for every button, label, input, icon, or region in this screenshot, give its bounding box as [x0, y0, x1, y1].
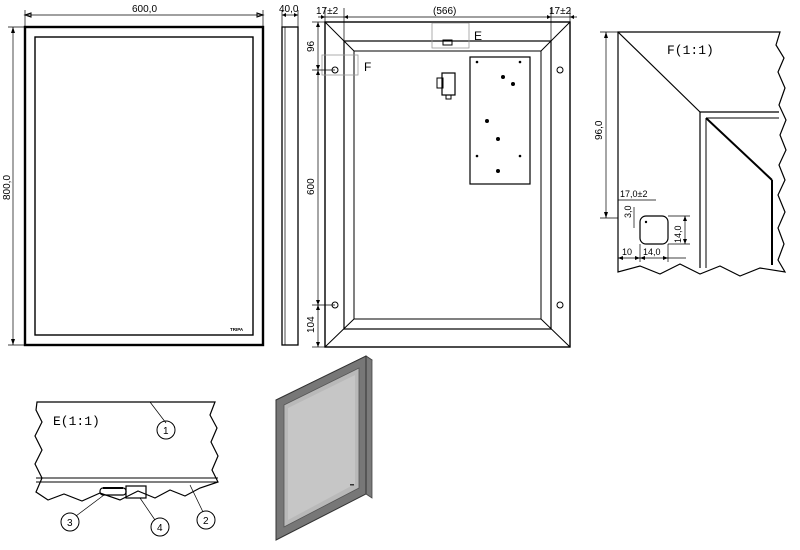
- detail-f-slot-height-dim: 14,0: [673, 225, 683, 243]
- detail-f-slot-top-dim: 3,0: [623, 205, 633, 218]
- side-profile: [281, 26, 299, 346]
- side-depth-dim: 40,0: [279, 4, 299, 15]
- detail-f-slot-left-dim: 10: [622, 247, 632, 257]
- front-view: TRIPA 600,0 800,0: [2, 4, 265, 347]
- detail-f-height-dim: 96,0: [594, 120, 605, 140]
- back-outer-frame: [324, 21, 571, 348]
- driver-box: [469, 56, 531, 185]
- callout-2: [196, 510, 216, 530]
- front-outer-frame: [23, 25, 265, 347]
- back-top-span-dim: (566): [433, 6, 456, 17]
- side-view: 40,0: [279, 4, 299, 346]
- detail-f: F(1:1) 96,0 17,0±2 3,0 14,0 10 14,0: [594, 31, 787, 277]
- svg-text:1: 1: [163, 426, 169, 437]
- front-logo: TRIPA: [230, 327, 244, 332]
- front-height-dim: 800,0: [2, 175, 13, 200]
- callout-4: [150, 517, 170, 537]
- sensor-clip: [436, 72, 456, 100]
- svg-text:2: 2: [203, 516, 209, 527]
- detail-e-label: E: [474, 29, 482, 43]
- front-width-dim: 600,0: [132, 4, 157, 15]
- detail-e-title: E(1:1): [53, 414, 100, 429]
- back-left-edge-dim: 17±2: [316, 6, 339, 17]
- back-top-offset-dim: 96: [306, 40, 317, 52]
- isometric-view: [275, 355, 373, 541]
- detail-f-title: F(1:1): [667, 43, 714, 58]
- hanger-hole-top-right: [556, 66, 564, 74]
- detail-f-slot-width-dim: 14,0: [643, 247, 661, 257]
- svg-text:3: 3: [67, 518, 73, 529]
- hanger-hole-bottom-right: [556, 301, 564, 309]
- detail-f-edge-dim: 17,0±2: [620, 189, 647, 199]
- back-right-edge-dim: 17±2: [549, 6, 572, 17]
- detail-e: E(1:1) 1 2 3 4: [34, 401, 219, 537]
- detail-f-outline: [617, 31, 787, 277]
- svg-text:4: 4: [157, 523, 163, 534]
- front-inner-glass: [34, 36, 254, 336]
- callout-3: [60, 512, 80, 532]
- back-hanger-span-dim: 600: [306, 178, 317, 195]
- detail-f-slot: [639, 215, 669, 245]
- callout-1: [156, 420, 176, 440]
- detail-e-outline: [34, 401, 219, 502]
- detail-f-marker: [321, 54, 359, 76]
- back-bottom-offset-dim: 104: [306, 316, 317, 333]
- back-inner-frame: [343, 40, 552, 330]
- back-panel: [353, 50, 542, 320]
- detail-e-marker: [431, 22, 470, 49]
- detail-f-label: F: [364, 60, 371, 74]
- back-view: E F 17±2 (566) 17±2 96 600 104: [306, 6, 577, 348]
